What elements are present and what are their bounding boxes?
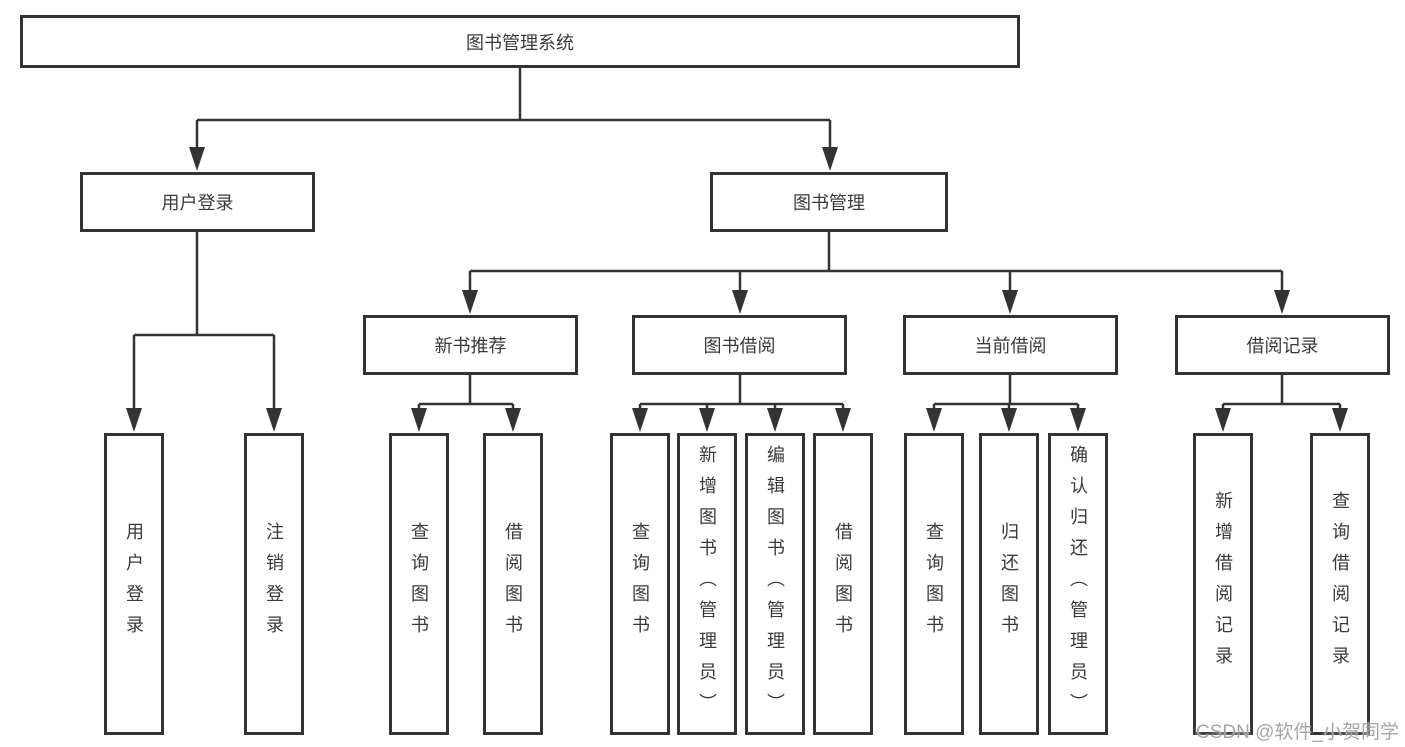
arrow-down-icon	[822, 147, 838, 171]
node-label: 图书管理系统	[466, 32, 574, 53]
node-label: 用户登录	[124, 522, 144, 646]
leaf-query-books-recommend: 查询图书	[389, 433, 449, 735]
node-new-book-recommend: 新书推荐	[363, 315, 578, 375]
node-label: 借阅图书	[833, 522, 853, 646]
leaf-confirm-return-admin: 确认归还（管理员）	[1048, 433, 1108, 735]
node-label: 图书借阅	[703, 336, 776, 356]
arrow-down-icon	[732, 290, 748, 314]
node-label: 查询图书	[924, 522, 944, 646]
watermark: CSDN @软件_小贺同学	[1196, 722, 1399, 743]
arrowheads	[126, 147, 1348, 432]
leaf-query-books-borrow: 查询图书	[610, 433, 670, 735]
node-book-borrow: 图书借阅	[632, 315, 847, 375]
node-label: 确认归还（管理员）	[1068, 444, 1088, 724]
node-label: 新增借阅记录	[1213, 491, 1233, 677]
leaf-borrow-books-recommend: 借阅图书	[483, 433, 543, 735]
arrow-down-icon	[835, 408, 851, 432]
arrow-down-icon	[266, 408, 282, 432]
arrow-down-icon	[1215, 408, 1231, 432]
arrow-down-icon	[411, 408, 427, 432]
arrow-down-icon	[1001, 408, 1017, 432]
arrow-down-icon	[1070, 408, 1086, 432]
node-label: 归还图书	[999, 522, 1019, 646]
leaf-borrow-books: 借阅图书	[813, 433, 873, 735]
arrow-down-icon	[505, 408, 521, 432]
leaf-add-books-admin: 新增图书（管理员）	[677, 433, 737, 735]
node-root-system: 图书管理系统	[20, 15, 1020, 68]
arrow-down-icon	[126, 408, 142, 432]
arrow-down-icon	[462, 290, 478, 314]
arrow-down-icon	[926, 408, 942, 432]
tree-edges	[132, 68, 1342, 414]
node-label: 查询图书	[409, 522, 429, 646]
leaf-query-books-current: 查询图书	[904, 433, 964, 735]
node-book-management: 图书管理	[710, 172, 948, 232]
node-user-login: 用户登录	[80, 172, 315, 232]
node-label: 新增图书（管理员）	[697, 444, 717, 724]
node-label: 编辑图书（管理员）	[765, 444, 785, 724]
arrow-down-icon	[767, 408, 783, 432]
node-label: 借阅图书	[503, 522, 523, 646]
node-label: 图书管理	[793, 193, 865, 213]
node-label: 用户登录	[161, 193, 234, 213]
leaf-query-borrow-record: 查询借阅记录	[1310, 433, 1370, 735]
leaf-user-login: 用户登录	[104, 433, 164, 735]
node-label: 查询借阅记录	[1330, 491, 1350, 677]
leaf-return-books: 归还图书	[979, 433, 1039, 735]
arrow-down-icon	[1274, 290, 1290, 314]
arrow-down-icon	[189, 147, 205, 171]
arrow-down-icon	[699, 408, 715, 432]
arrow-down-icon	[632, 408, 648, 432]
node-label: 借阅记录	[1246, 336, 1319, 356]
leaf-logout: 注销登录	[244, 433, 304, 735]
node-label: 注销登录	[264, 522, 284, 646]
node-label: 查询图书	[630, 522, 650, 646]
node-current-borrow: 当前借阅	[903, 315, 1118, 375]
arrow-down-icon	[1332, 408, 1348, 432]
node-borrow-records: 借阅记录	[1175, 315, 1390, 375]
node-label: 当前借阅	[974, 336, 1047, 356]
leaf-add-borrow-record: 新增借阅记录	[1193, 433, 1253, 735]
leaf-edit-books-admin: 编辑图书（管理员）	[745, 433, 805, 735]
arrow-down-icon	[1002, 290, 1018, 314]
node-label: 新书推荐	[434, 336, 507, 356]
